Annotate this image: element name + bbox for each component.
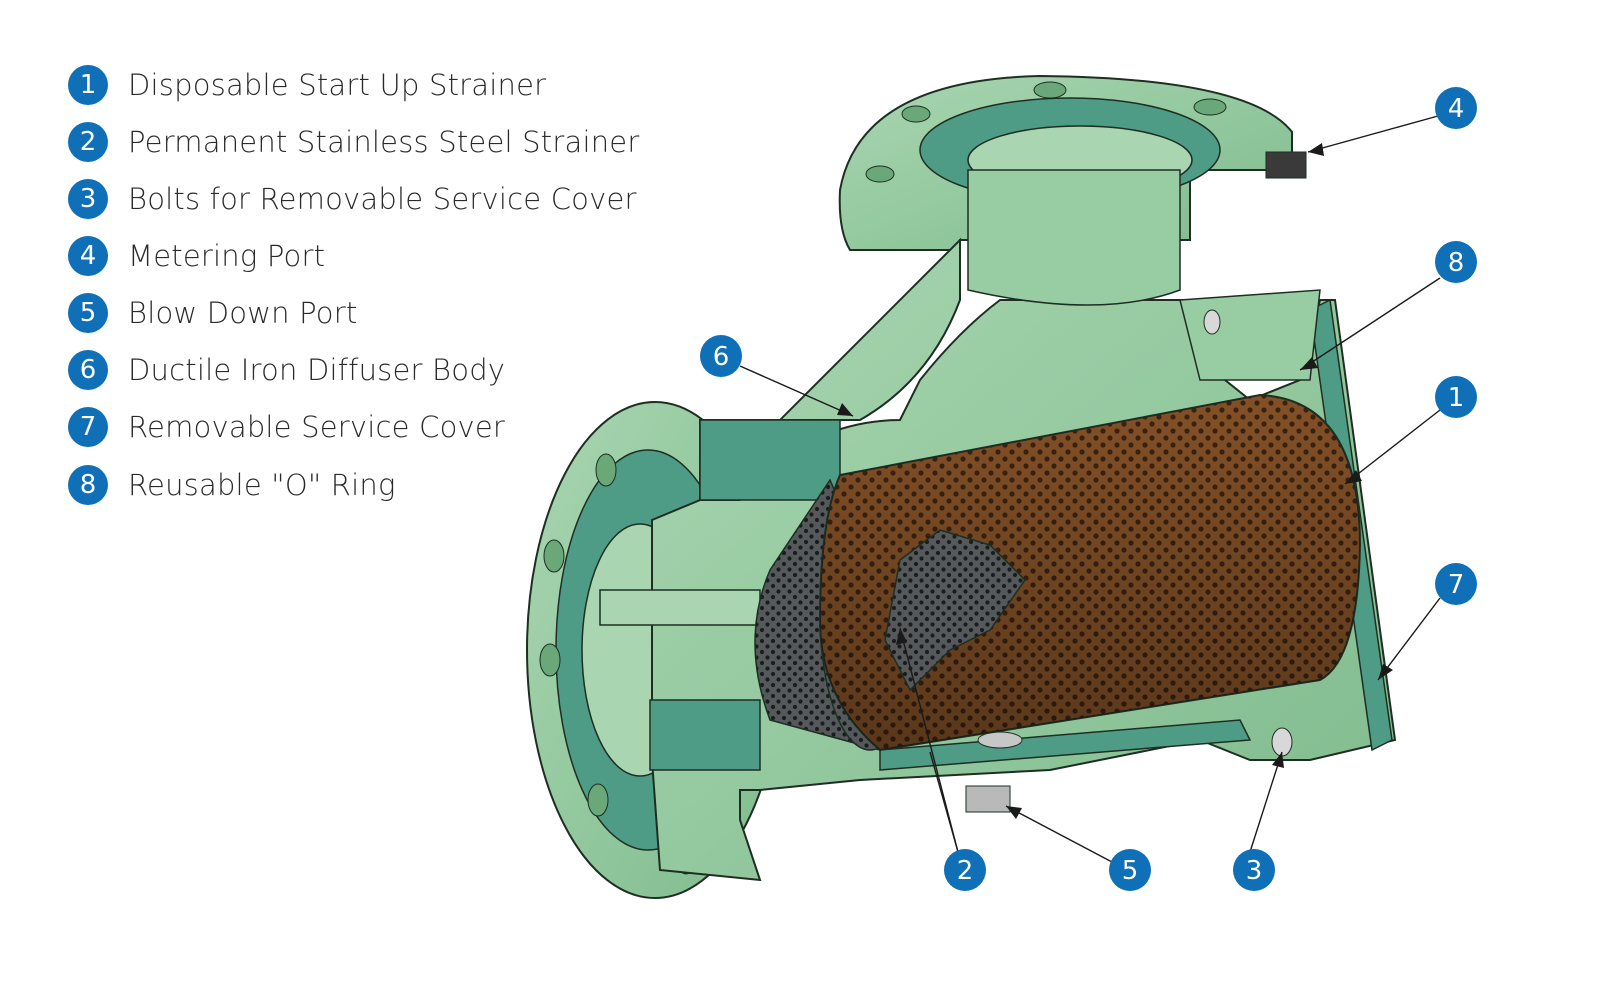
legend-number-badge: 8 bbox=[68, 465, 108, 505]
svg-text:4: 4 bbox=[1448, 94, 1465, 124]
svg-text:7: 7 bbox=[1448, 570, 1465, 600]
svg-text:5: 5 bbox=[1122, 856, 1139, 886]
legend-label: Disposable Start Up Strainer bbox=[128, 68, 547, 102]
svg-text:1: 1 bbox=[1448, 383, 1465, 413]
legend-item: 5 Blow Down Port bbox=[68, 290, 357, 336]
legend-item: 4 Metering Port bbox=[68, 233, 325, 279]
leader-lines bbox=[739, 115, 1441, 863]
svg-text:8: 8 bbox=[1448, 248, 1465, 278]
legend-item: 7 Removable Service Cover bbox=[68, 404, 505, 450]
callout-7: 7 bbox=[1435, 563, 1477, 605]
legend-label: Reusable "O" Ring bbox=[128, 468, 396, 502]
legend-number-badge: 1 bbox=[68, 65, 108, 105]
legend-number-badge: 6 bbox=[68, 350, 108, 390]
legend-label: Permanent Stainless Steel Strainer bbox=[128, 125, 640, 159]
legend-label: Ductile Iron Diffuser Body bbox=[128, 353, 506, 387]
legend-item: 2 Permanent Stainless Steel Strainer bbox=[68, 119, 639, 165]
callout-2: 2 bbox=[944, 849, 986, 891]
legend-number-badge: 5 bbox=[68, 293, 108, 333]
legend-number-badge: 2 bbox=[68, 122, 108, 162]
callout-3: 3 bbox=[1233, 849, 1275, 891]
legend-item: 6 Ductile Iron Diffuser Body bbox=[68, 347, 505, 393]
svg-text:3: 3 bbox=[1246, 856, 1263, 886]
legend-item: 8 Reusable "O" Ring bbox=[68, 462, 396, 508]
legend-label: Blow Down Port bbox=[128, 296, 358, 330]
legend-number-badge: 7 bbox=[68, 407, 108, 447]
callout-8: 8 bbox=[1435, 241, 1477, 283]
callout-6: 6 bbox=[700, 335, 742, 377]
callout-markers: 4 8 1 6 7 2 5 3 bbox=[700, 87, 1477, 891]
callout-4: 4 bbox=[1435, 87, 1477, 129]
callout-1: 1 bbox=[1435, 376, 1477, 418]
legend-number-badge: 3 bbox=[68, 179, 108, 219]
legend-item: 1 Disposable Start Up Strainer bbox=[68, 62, 546, 108]
callout-5: 5 bbox=[1109, 849, 1151, 891]
legend-label: Metering Port bbox=[128, 239, 326, 273]
disposable-start-up-strainer bbox=[818, 393, 1362, 752]
legend-label: Removable Service Cover bbox=[128, 410, 506, 444]
svg-text:6: 6 bbox=[713, 342, 730, 372]
legend-number-badge: 4 bbox=[68, 236, 108, 276]
legend-item: 3 Bolts for Removable Service Cover bbox=[68, 176, 637, 222]
legend-label: Bolts for Removable Service Cover bbox=[128, 182, 637, 216]
svg-text:2: 2 bbox=[957, 856, 974, 886]
